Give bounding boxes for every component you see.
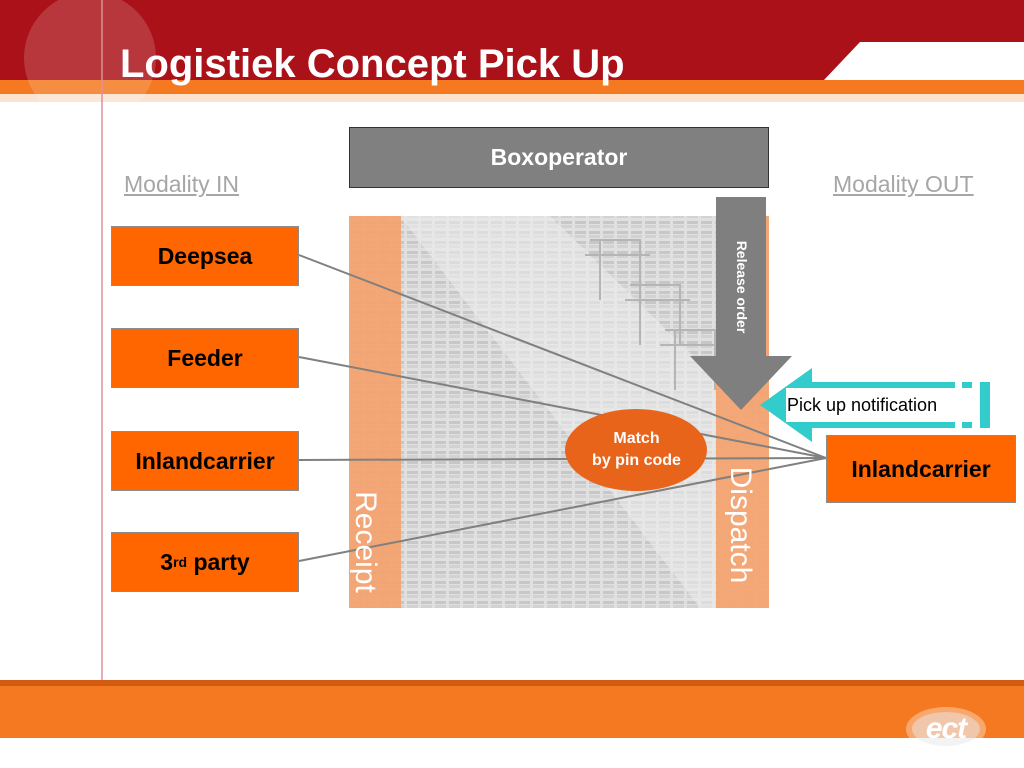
header-light-stripe — [0, 94, 1024, 102]
ect-logo-badge-inner — [912, 712, 980, 746]
footer-white-notch — [0, 738, 335, 768]
ect-logo: ect — [925, 712, 967, 745]
inlandcarrier-connector — [298, 457, 827, 461]
pickup-arrow-bar — [980, 382, 990, 428]
destination-label: Inlandcarrier — [851, 455, 991, 482]
dispatch-label: Dispatch — [724, 466, 757, 584]
slide-title: Logistiek Concept Pick Up — [120, 42, 625, 86]
source-box-inlandcarrier: Inlandcarrier — [111, 431, 299, 491]
match-line-1: Match — [613, 430, 660, 447]
footer-orange — [0, 680, 1024, 738]
source-label-suffix: party — [187, 548, 250, 575]
connector-lines — [298, 254, 827, 562]
source-label-prefix: 3 — [160, 548, 174, 575]
modality-in-link[interactable]: Modality IN — [124, 171, 240, 197]
source-label: Deepsea — [157, 242, 253, 269]
feeder-connector — [298, 356, 827, 459]
release-order-arrow — [690, 197, 792, 410]
match-label: Match by pin code — [565, 409, 708, 491]
source-label: Inlandcarrier — [135, 447, 275, 474]
receipt-label: Receipt — [349, 491, 382, 593]
header-circle-decoration — [24, 0, 156, 124]
destination-box-inlandcarrier: Inlandcarrier — [826, 435, 1016, 503]
boxoperator-label: Boxoperator — [490, 144, 628, 170]
source-label: Feeder — [167, 344, 243, 371]
header-white-tab — [824, 42, 1024, 80]
pickup-label-panel — [786, 388, 976, 422]
boxoperator-box: Boxoperator — [349, 127, 769, 188]
third-party-connector — [298, 457, 827, 562]
match-line-2: by pin code — [592, 452, 681, 469]
source-box-deepsea: Deepsea — [111, 226, 299, 286]
modality-out-link[interactable]: Modality OUT — [833, 171, 974, 197]
header-orange-stripe — [0, 80, 1024, 94]
pickup-notification-label: Pick up notification — [787, 395, 938, 415]
deepsea-connector — [298, 254, 827, 459]
source-box-feeder: Feeder — [111, 328, 299, 388]
release-order-label: Release order — [734, 240, 750, 334]
footer-dark-line — [0, 680, 1024, 686]
match-ellipse — [565, 409, 707, 491]
